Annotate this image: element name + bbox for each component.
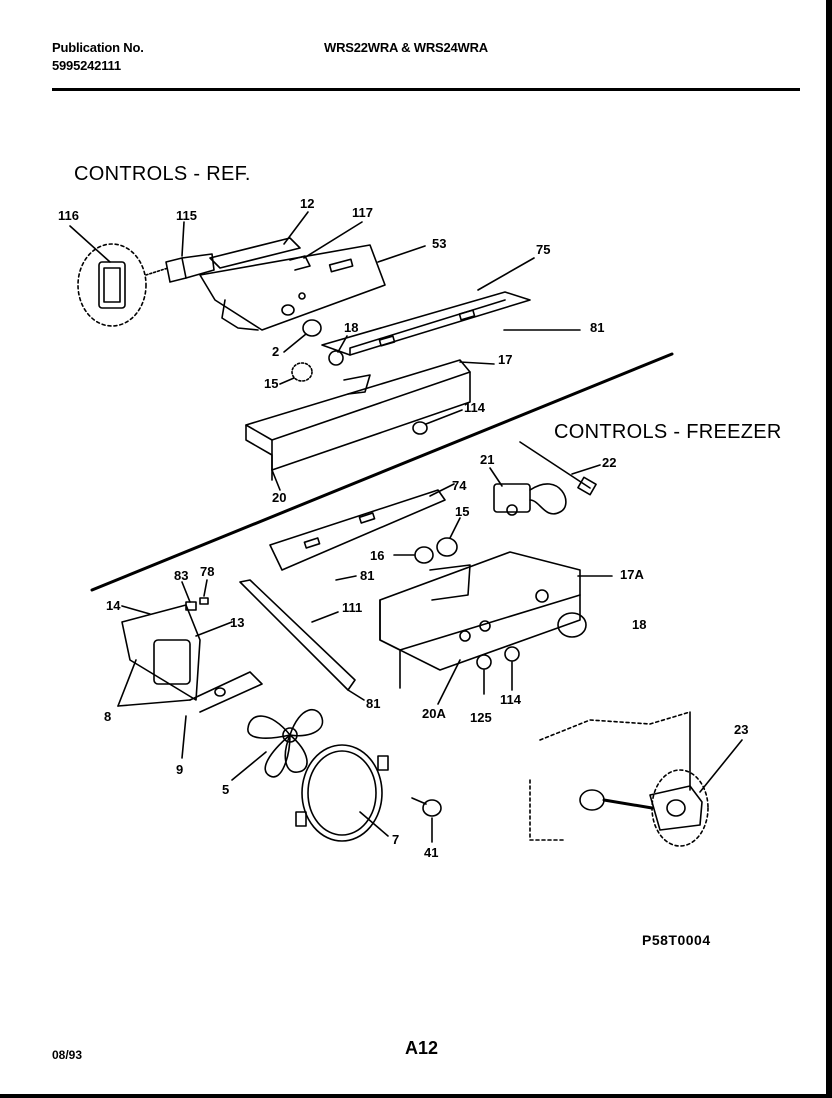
callout-81-plate: 81 [360, 568, 375, 583]
part-17A-housing [379, 551, 581, 671]
part-17-bracket [245, 359, 471, 441]
part-21-thermostat [493, 483, 531, 513]
callout-74: 74 [452, 478, 467, 493]
part-114-freezer-pin [504, 646, 520, 662]
part-13-motor [153, 639, 191, 685]
page-number: A12 [405, 1038, 439, 1058]
section-title-freezer: CONTROLS - FREEZER [554, 421, 782, 443]
callout-15-freezer: 15 [455, 504, 470, 519]
part-74-plate [269, 489, 446, 571]
part-117-spring [289, 255, 311, 271]
part-41-screw [422, 799, 442, 817]
part-23-cabinet-outline [539, 711, 691, 741]
callout-21: 21 [480, 452, 495, 467]
part-7-tab-left [295, 811, 307, 827]
part-53-housing [199, 244, 386, 331]
callout-20: 20 [272, 490, 287, 505]
callout-5: 5 [222, 782, 230, 797]
header-rule [52, 88, 800, 91]
callout-81-freezer: 81 [366, 696, 381, 711]
part-23-damper [649, 785, 703, 831]
part-83-clip [185, 601, 197, 611]
part-14-bracket [121, 604, 201, 701]
section-title-ref: CONTROLS - REF. [74, 163, 251, 185]
page-border-bottom [0, 1094, 832, 1098]
callout-115: 115 [176, 208, 197, 223]
part-16-freezer-socket [414, 546, 434, 564]
callout-17A: 17A [620, 567, 644, 582]
callout-18-ref: 18 [344, 320, 359, 335]
part-12-slide [209, 237, 301, 269]
part-114-thermostat-pin [412, 421, 428, 435]
callout-8: 8 [104, 709, 112, 724]
callout-13: 13 [230, 615, 245, 630]
part-15-freezer-bulb [436, 537, 458, 557]
callout-116: 116 [58, 208, 79, 223]
callout-14: 14 [106, 598, 121, 613]
publication-label: Publication No. [52, 40, 144, 55]
part-18-freezer-knob [557, 612, 587, 638]
callout-53: 53 [432, 236, 447, 251]
callout-111: 111 [342, 600, 363, 615]
callout-75: 75 [536, 242, 551, 257]
callout-18-freezer: 18 [632, 617, 647, 632]
callout-2: 2 [272, 344, 280, 359]
page-border-right [826, 0, 832, 1098]
part-8-mount [189, 671, 263, 713]
part-116-plate [98, 261, 126, 309]
part-75-strip [321, 291, 531, 356]
part-125-pin [476, 654, 492, 670]
part-111-bar [239, 579, 356, 691]
part-78-clip [199, 597, 209, 605]
part-23-opening [579, 789, 605, 811]
part-5-fan-blade [247, 715, 291, 739]
part-116-plate-inner [103, 267, 121, 303]
callout-22: 22 [602, 455, 617, 470]
callout-78: 78 [200, 564, 215, 579]
callout-114-ref: 114 [464, 400, 485, 415]
callout-9: 9 [176, 762, 184, 777]
part-116-detail-circle [77, 243, 147, 327]
callout-7: 7 [392, 832, 400, 847]
callout-117: 117 [352, 205, 373, 220]
callout-20A: 20A [422, 706, 446, 721]
section-divider-line [90, 352, 674, 592]
model-numbers: WRS22WRA & WRS24WRA [324, 40, 489, 55]
part-18-socket [328, 350, 344, 366]
callout-114-freezer: 114 [500, 692, 521, 707]
drawing-code: P58T0004 [642, 932, 711, 948]
publication-number: 5995242111 [52, 58, 121, 73]
callout-83: 83 [174, 568, 189, 583]
part-22-tube-line [519, 441, 591, 489]
footer-date: 08/93 [52, 1048, 83, 1062]
callout-12: 12 [300, 196, 315, 211]
part-7-fan-shroud [301, 744, 383, 842]
part-2-knob [302, 319, 322, 337]
callout-17: 17 [498, 352, 513, 367]
part-15-bulb [291, 362, 313, 382]
callout-23: 23 [734, 722, 749, 737]
callout-81-ref: 81 [590, 320, 605, 335]
callout-16-freezer: 16 [370, 548, 385, 563]
callout-15-ref: 15 [264, 376, 279, 391]
part-7-tab-right [377, 755, 389, 771]
callout-41: 41 [424, 845, 439, 860]
callout-125: 125 [470, 710, 492, 725]
part-115-bracket [165, 257, 187, 283]
part-22-capillary-tube [529, 483, 567, 515]
